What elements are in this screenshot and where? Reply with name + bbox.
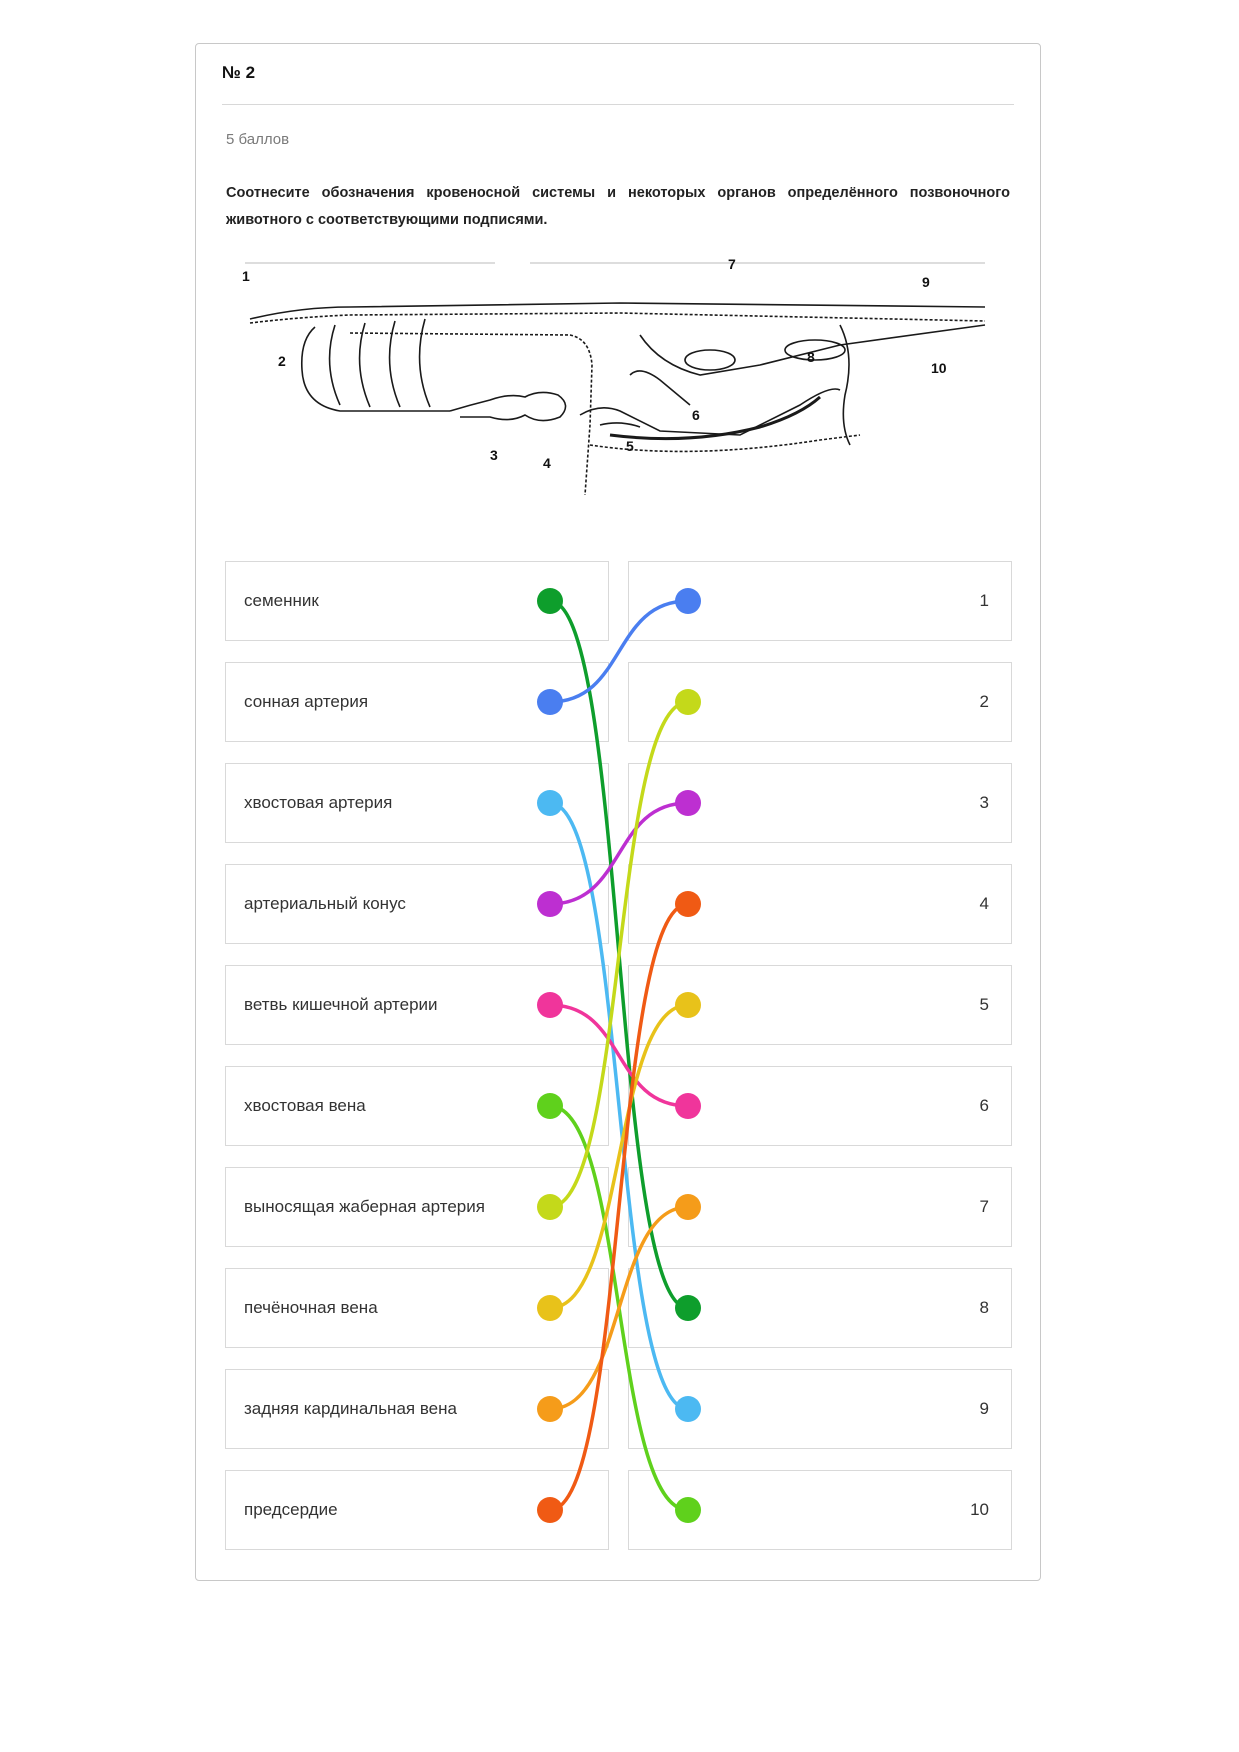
right-item-label: 5	[979, 995, 989, 1014]
left-item-label: ветвь кишечной артерии	[244, 995, 438, 1014]
left-item-label: задняя кардинальная вена	[244, 1399, 457, 1418]
right-dot[interactable]	[675, 1295, 701, 1321]
diagram-label-2: 2	[278, 353, 286, 369]
right-item-label: 1	[979, 591, 989, 610]
right-item-label: 3	[979, 793, 989, 812]
right-dot[interactable]	[675, 588, 701, 614]
left-dot[interactable]	[537, 790, 563, 816]
right-dot[interactable]	[675, 790, 701, 816]
right-item-label: 4	[979, 894, 989, 913]
question-text: Соотнесите обозначения кровеносной систе…	[226, 185, 1010, 228]
diagram-label-9: 9	[922, 274, 930, 290]
left-item-label: печёночная вена	[244, 1298, 378, 1317]
left-item-label: хвостовая вена	[244, 1096, 366, 1115]
left-item-label: предсердие	[244, 1500, 338, 1519]
right-dot[interactable]	[675, 1194, 701, 1220]
circulatory-diagram: 1 2 3 4 5 6 7 8 9 10	[242, 256, 986, 496]
right-dot[interactable]	[675, 891, 701, 917]
right-dot[interactable]	[675, 689, 701, 715]
diagram-label-8: 8	[807, 349, 815, 365]
right-dot[interactable]	[675, 1396, 701, 1422]
right-item-label: 6	[979, 1096, 989, 1115]
right-dot[interactable]	[675, 1093, 701, 1119]
divider	[222, 104, 1014, 105]
right-item-label: 2	[979, 692, 989, 711]
diagram-label-1: 1	[242, 268, 250, 284]
question-number: № 2	[222, 63, 256, 82]
left-dot[interactable]	[537, 1497, 563, 1523]
left-dot[interactable]	[537, 1295, 563, 1321]
points-label: 5 баллов	[226, 131, 290, 148]
left-item-label: выносящая жаберная артерия	[244, 1197, 485, 1216]
diagram-label-6: 6	[692, 407, 700, 423]
left-dot[interactable]	[537, 1396, 563, 1422]
left-item-label: артериальный конус	[244, 894, 406, 913]
right-item-label: 7	[979, 1197, 989, 1216]
right-item-label: 8	[979, 1298, 989, 1317]
diagram-label-4: 4	[543, 455, 551, 471]
right-dot[interactable]	[675, 1497, 701, 1523]
diagram-label-5: 5	[626, 438, 634, 454]
right-item-label: 9	[979, 1399, 989, 1418]
left-dot[interactable]	[537, 992, 563, 1018]
diagram-label-10: 10	[931, 360, 947, 376]
left-dot[interactable]	[537, 588, 563, 614]
left-item-label: семенник	[244, 591, 319, 610]
left-dot[interactable]	[537, 1194, 563, 1220]
left-item-label: хвостовая артерия	[244, 793, 393, 812]
left-dot[interactable]	[537, 891, 563, 917]
right-item-label: 10	[970, 1500, 989, 1519]
left-item-label: сонная артерия	[244, 692, 369, 711]
diagram-label-3: 3	[490, 447, 498, 463]
left-dot[interactable]	[537, 689, 563, 715]
diagram-label-7: 7	[728, 256, 736, 272]
left-dot[interactable]	[537, 1093, 563, 1119]
right-dot[interactable]	[675, 992, 701, 1018]
